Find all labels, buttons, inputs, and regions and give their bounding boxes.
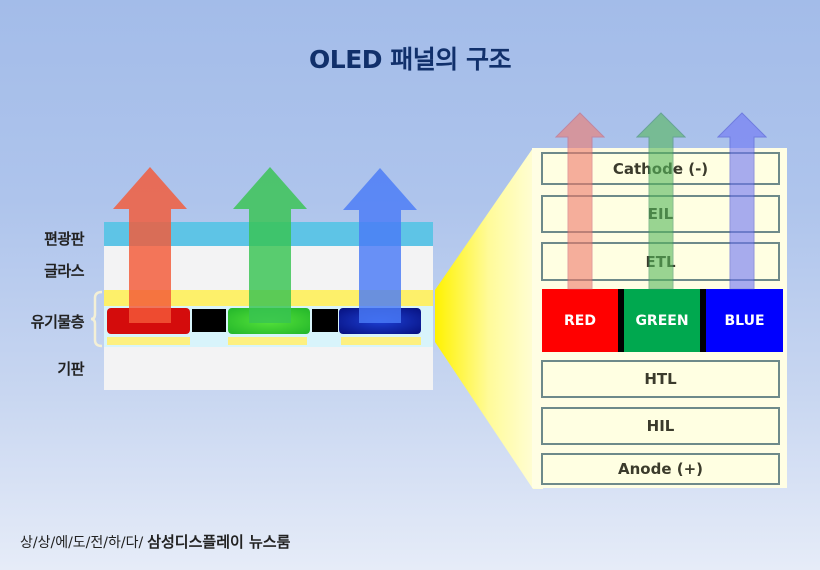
- blue-emission-cell: BLUE: [706, 289, 783, 352]
- zoom-funnel: [435, 148, 543, 489]
- anode-layer: Anode (+): [541, 453, 780, 485]
- htl-layer: HTL: [541, 360, 780, 398]
- hil-label: HIL: [646, 417, 675, 435]
- organic-bracket: [90, 290, 103, 348]
- anode-strip: [341, 337, 421, 345]
- green-light-arrow-icon: [636, 112, 686, 290]
- footer-credit: 상/상/에/도/전/하/다/삼성디스플레이 뉴스룸: [20, 531, 290, 552]
- label-substrate: 기판: [57, 360, 84, 378]
- green-label: GREEN: [635, 312, 689, 329]
- anode-strip: [228, 337, 307, 345]
- emission-layer: RED GREEN BLUE: [542, 289, 783, 352]
- red-emission-cell: RED: [542, 289, 618, 352]
- red-light-arrow-icon: [113, 167, 187, 323]
- anode-strip: [107, 337, 190, 345]
- red-label: RED: [564, 312, 596, 329]
- blue-label: BLUE: [724, 312, 765, 329]
- separator: [312, 309, 338, 332]
- label-polarizer: 편광판: [44, 230, 84, 248]
- label-organic-layer: 유기물층: [30, 313, 85, 331]
- substrate-layer: [104, 347, 433, 390]
- htl-label: HTL: [644, 370, 677, 388]
- blue-light-arrow-icon: [343, 168, 417, 323]
- separator: [192, 309, 226, 332]
- footer-brand: 삼성디스플레이 뉴스룸: [147, 533, 291, 551]
- page-title: OLED 패널의 구조: [309, 45, 511, 74]
- anode-label: Anode (+): [617, 460, 703, 478]
- red-light-arrow-icon: [555, 112, 605, 290]
- footer-prefix: 상/상/에/도/전/하/다/: [20, 535, 144, 551]
- green-emission-cell: GREEN: [624, 289, 700, 352]
- label-glass: 글라스: [44, 262, 84, 280]
- hil-layer: HIL: [541, 407, 780, 445]
- green-light-arrow-icon: [233, 167, 307, 323]
- blue-light-arrow-icon: [717, 112, 767, 290]
